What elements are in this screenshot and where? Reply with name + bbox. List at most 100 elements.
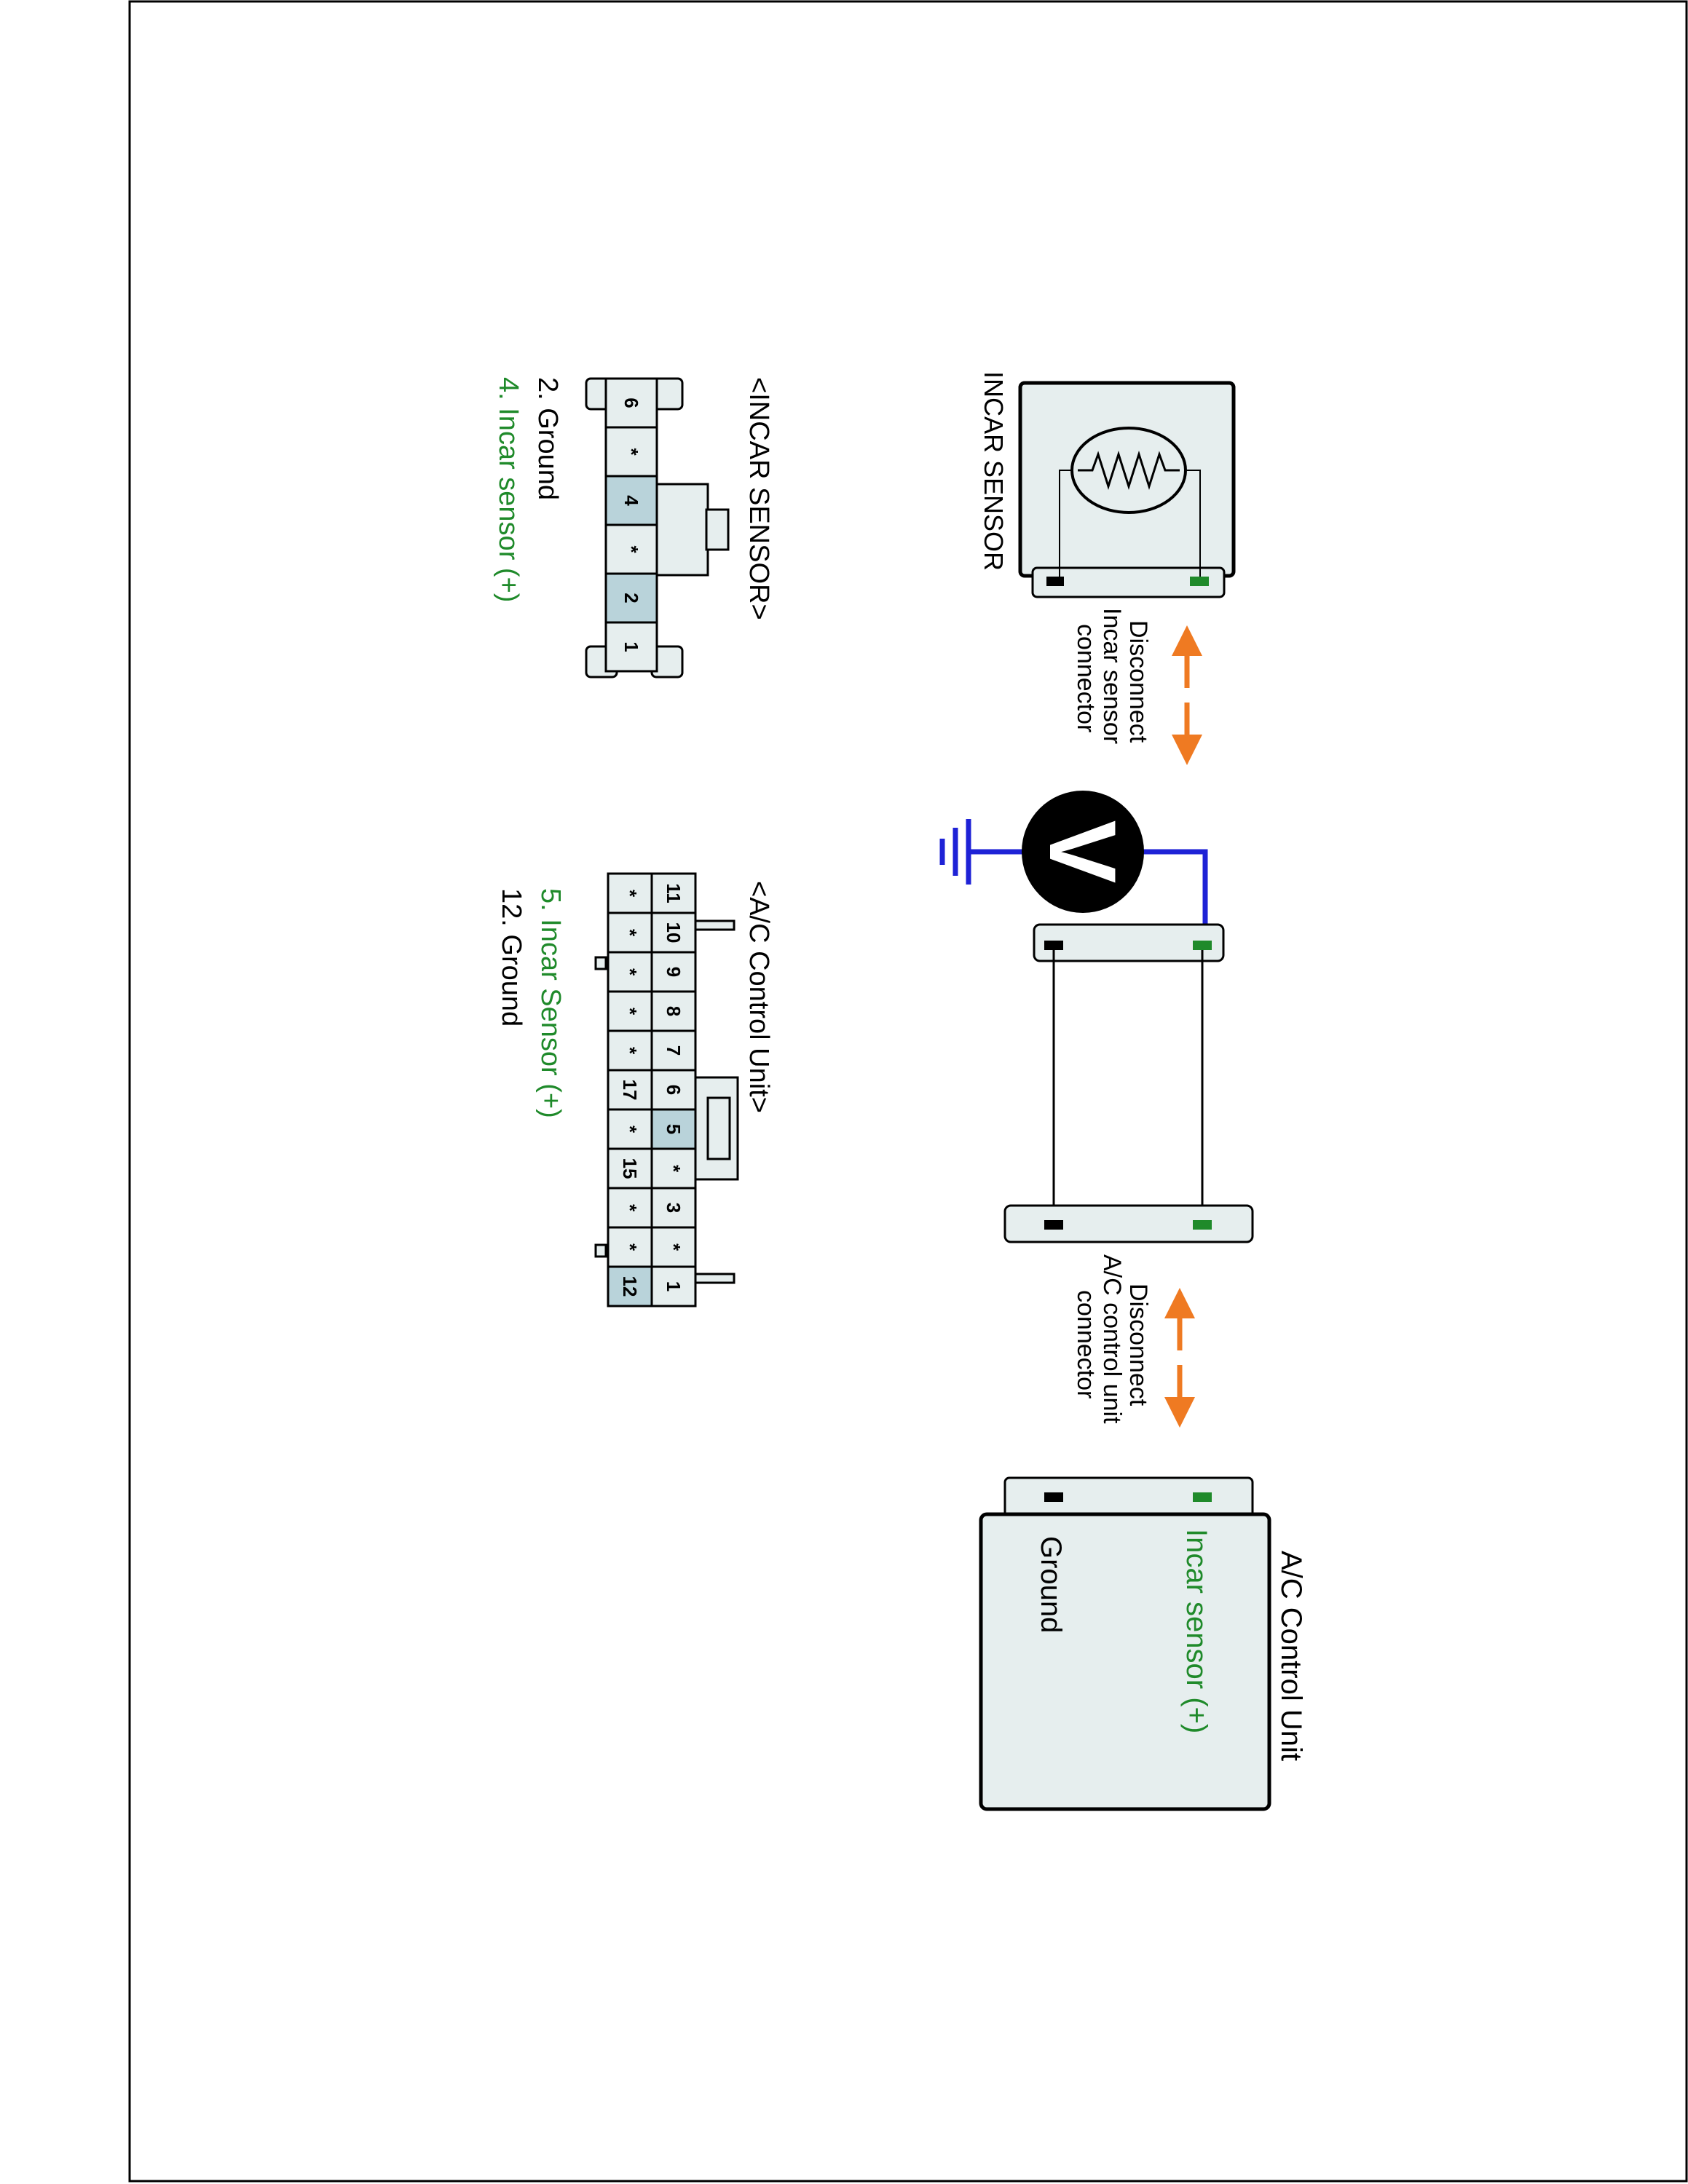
pin-label: 8 [663, 1006, 685, 1016]
connector-pin-cell: 9 [650, 951, 697, 993]
acu-connector-face: <A/C Control Unit> 11 10 9 8 7 6 5 * 3 * 1 * * * * * 17 *… [496, 872, 774, 1307]
latch-tab [693, 1273, 735, 1284]
breakout-connector-bottom [1003, 1204, 1254, 1243]
disconnect-sensor-line3: connector [1072, 624, 1100, 732]
pin-label: * [619, 1243, 641, 1251]
breakout-connector-top [1033, 923, 1225, 962]
connector-pin-cell: 11 [650, 872, 697, 914]
acu-legend-ground: 12. Ground [496, 888, 526, 1026]
breakout-harness [1003, 923, 1254, 1243]
connector-key-notch [705, 508, 730, 551]
ground-pin [1044, 1492, 1063, 1502]
connector-pin-cell: 15 [607, 1147, 653, 1190]
acu-body [979, 1512, 1271, 1811]
latch-tab [594, 1243, 607, 1258]
pin-label: * [663, 1165, 685, 1173]
connector-pin-cell: 1 [604, 621, 658, 673]
ground-icon [939, 819, 971, 885]
connector-pin-cell: 6 [650, 1069, 697, 1111]
pin-label: * [663, 1243, 685, 1251]
disconnect-acu-line2: A/C control unit [1098, 1254, 1126, 1424]
disconnect-acu-line3: connector [1072, 1290, 1100, 1398]
connector-pin-cell: 2 [604, 572, 658, 624]
pin-label: 6 [663, 1085, 685, 1095]
connector-pin-cell: 3 [650, 1187, 697, 1229]
voltmeter-symbol: V [1030, 820, 1136, 884]
connector-pin-cell: * [650, 1147, 697, 1190]
connector-pin-cell: * [607, 1029, 653, 1072]
incar-connector-title: <INCAR SENSOR> [744, 377, 774, 620]
connector-pin-cell: * [607, 990, 653, 1032]
incar-sensor-connector [1031, 566, 1226, 598]
acu-component: A/C Control Unit Incar sensor (+) Ground [979, 1476, 1307, 1811]
pin-label: 6 [620, 397, 642, 408]
acu-pin-ground-label: Ground [1035, 1536, 1067, 1633]
acu-connector-title: <A/C Control Unit> [744, 881, 774, 1113]
disconnect-sensor-line1: Disconnect [1124, 620, 1152, 743]
disconnect-acu-note: Disconnect A/C control unit connector [1072, 1254, 1195, 1428]
connector-key-notch [706, 1096, 731, 1160]
pin-label: * [619, 890, 641, 898]
connector-pin-cell: 17 [607, 1069, 653, 1111]
pin-label: * [619, 1204, 641, 1212]
connector-pin-cell: 1 [650, 1265, 697, 1307]
pin-label: 3 [663, 1203, 685, 1213]
pin-label: 11 [663, 883, 685, 903]
sensor-pin [1193, 1492, 1212, 1502]
incar-sensor-title: INCAR SENSOR [979, 371, 1009, 571]
latch-tab [693, 919, 735, 931]
connector-pin-cell: 7 [650, 1029, 697, 1072]
acu-title: A/C Control Unit [1275, 1551, 1307, 1761]
connector-pin-cell: * [607, 951, 653, 993]
signal-wire [1143, 849, 1208, 945]
pin-label: 9 [663, 967, 685, 977]
connector-pin-cell: 12 [607, 1265, 653, 1307]
sensor-pin [1193, 1220, 1212, 1230]
incar-connector-face: <INCAR SENSOR> 6 * 4 * 2 1 2. Ground 4. Incar… [493, 377, 774, 678]
pin-label: 1 [663, 1281, 685, 1291]
connector-key [652, 483, 709, 577]
pin-label: 10 [663, 922, 685, 943]
latch-tab [594, 956, 607, 970]
pin-label: * [619, 1125, 641, 1133]
pin-label: * [619, 968, 641, 976]
pin-label: 7 [663, 1045, 685, 1056]
pin-label: 2 [620, 593, 642, 603]
ground-pin [1044, 941, 1063, 950]
connector-pin-cell: * [650, 1226, 697, 1268]
connector-pin-cell: 5 [650, 1108, 697, 1150]
pin-label: * [620, 545, 642, 553]
pin-label: * [619, 1047, 641, 1055]
connector-pin-cell: 4 [604, 475, 658, 526]
pin-label: * [619, 1008, 641, 1016]
incar-legend-sensor: 4. Incar sensor (+) [493, 377, 524, 602]
disconnect-acu-line1: Disconnect [1124, 1283, 1152, 1406]
thermistor-icon [1059, 427, 1201, 577]
acu-legend-sensor: 5. Incar Sensor (+) [535, 888, 566, 1118]
sensor-pin [1193, 941, 1212, 950]
connector-pin-cell: * [607, 1108, 653, 1150]
ground-pin [1044, 1220, 1063, 1230]
incar-legend-ground: 2. Ground [532, 377, 563, 500]
page-border [128, 0, 1688, 2183]
voltmeter-body [1022, 791, 1144, 913]
disconnect-sensor-line2: Incar sensor [1098, 608, 1126, 744]
connector-pin-cell: 6 [604, 377, 658, 429]
pin-label: 5 [663, 1124, 685, 1134]
pin-label: * [620, 448, 642, 456]
connector-pin-cell: * [604, 426, 658, 478]
pin-label: 12 [619, 1276, 641, 1297]
connector-pin-cell: * [607, 872, 653, 914]
disconnect-sensor-note: Disconnect Incar sensor connector [1072, 608, 1202, 765]
pin-label: 15 [619, 1158, 641, 1179]
connector-pin-cell: * [604, 523, 658, 575]
pin-label: 1 [620, 641, 642, 652]
incar-sensor-component: INCAR SENSOR [979, 371, 1236, 598]
pin-label: * [619, 929, 641, 937]
connector-pin-cell: * [607, 1187, 653, 1229]
voltmeter: V [939, 791, 1208, 945]
connector-pin-cell: * [607, 911, 653, 954]
connector-pin-cell: * [607, 1226, 653, 1268]
connector-pin-cell: 8 [650, 990, 697, 1032]
